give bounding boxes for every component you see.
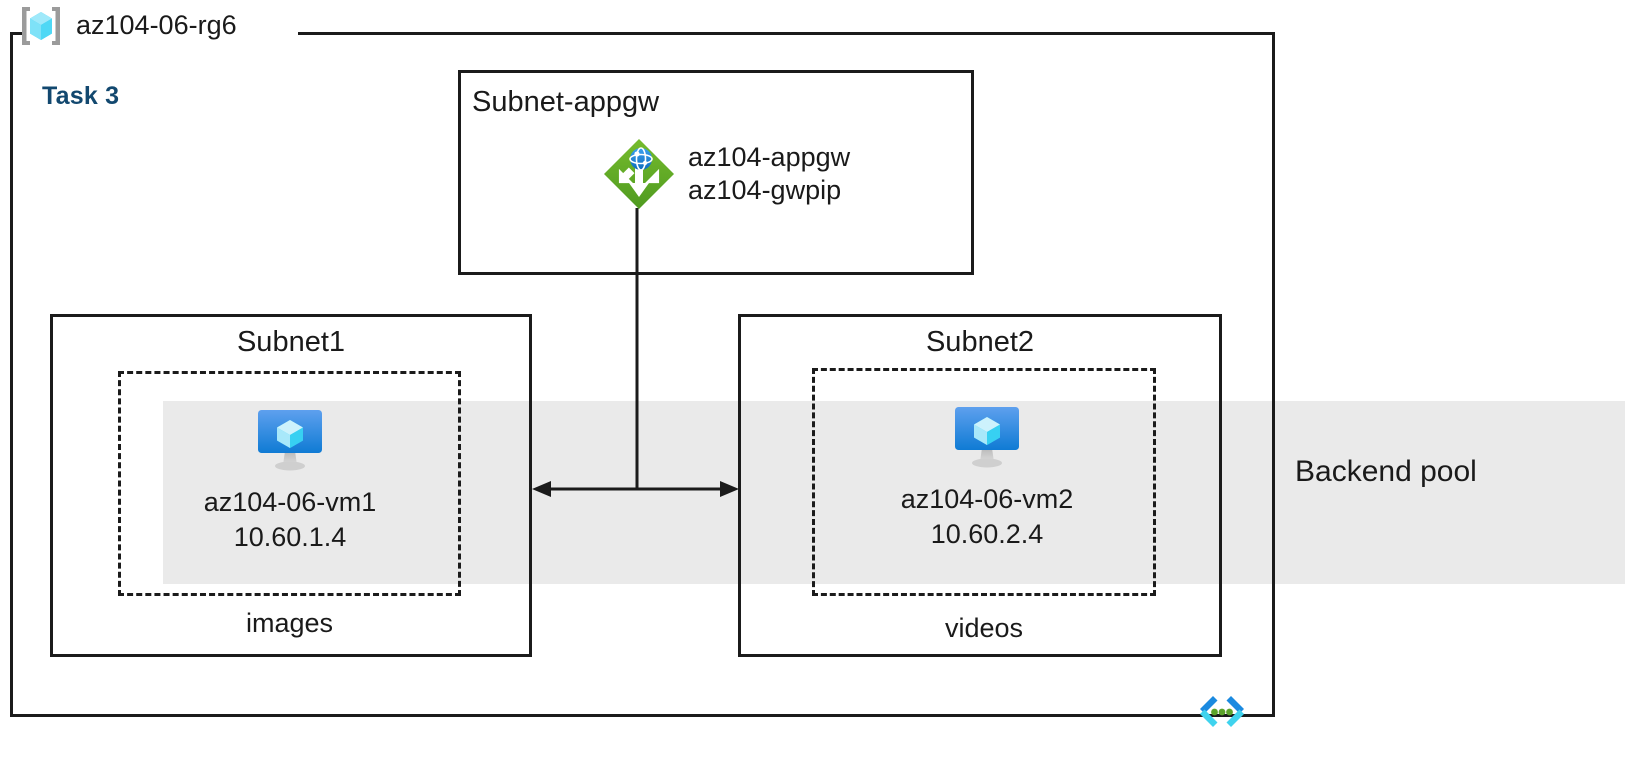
subnet1-nsg-boundary <box>118 371 461 596</box>
subnet1-box <box>50 314 532 657</box>
appgw-resource-name: az104-appgw <box>688 141 851 172</box>
backend-pool-band <box>163 401 1625 584</box>
resource-group-frame <box>10 32 1275 717</box>
subnet1-vm-node: az104-06-vm1 10.60.1.4 <box>165 403 415 554</box>
subnet2-vm-ip: 10.60.2.4 <box>930 518 1044 549</box>
subnet2-title: Subnet2 <box>925 326 1035 358</box>
subnet1-vm-ip: 10.60.1.4 <box>233 521 347 552</box>
subnet-appgw-title: Subnet-appgw <box>472 86 660 118</box>
subnet1-title: Subnet1 <box>236 326 346 358</box>
application-gateway-icon <box>600 135 678 213</box>
virtual-machine-icon <box>252 403 328 477</box>
subnet2-vm-name: az104-06-vm2 <box>900 484 1074 514</box>
application-gateway-node: az104-appgw az104-gwpip <box>600 135 850 213</box>
subnet1-nsg-caption: images <box>245 608 334 638</box>
subnet-appgw-box <box>458 70 974 275</box>
resource-group-name: az104-06-rg6 <box>76 9 237 40</box>
resource-group-label-gap <box>22 24 298 42</box>
subnet2-nsg-caption: videos <box>944 613 1024 643</box>
resource-group-cube-icon <box>18 4 64 48</box>
code-brackets-icon <box>1196 694 1248 730</box>
subnet2-vm-node: az104-06-vm2 10.60.2.4 <box>862 400 1112 551</box>
subnet2-nsg-boundary <box>812 368 1156 596</box>
application-gateway-labels: az104-appgw az104-gwpip <box>688 141 850 208</box>
appgw-public-ip-name: az104-gwpip <box>688 175 842 205</box>
backend-pool-label: Backend pool <box>1295 455 1477 488</box>
task-label: Task 3 <box>42 82 120 110</box>
resource-group-header: az104-06-rg6 <box>18 4 237 48</box>
subnet1-vm-name: az104-06-vm1 <box>203 487 377 517</box>
virtual-machine-icon <box>949 400 1025 474</box>
subnet2-box <box>738 314 1222 657</box>
